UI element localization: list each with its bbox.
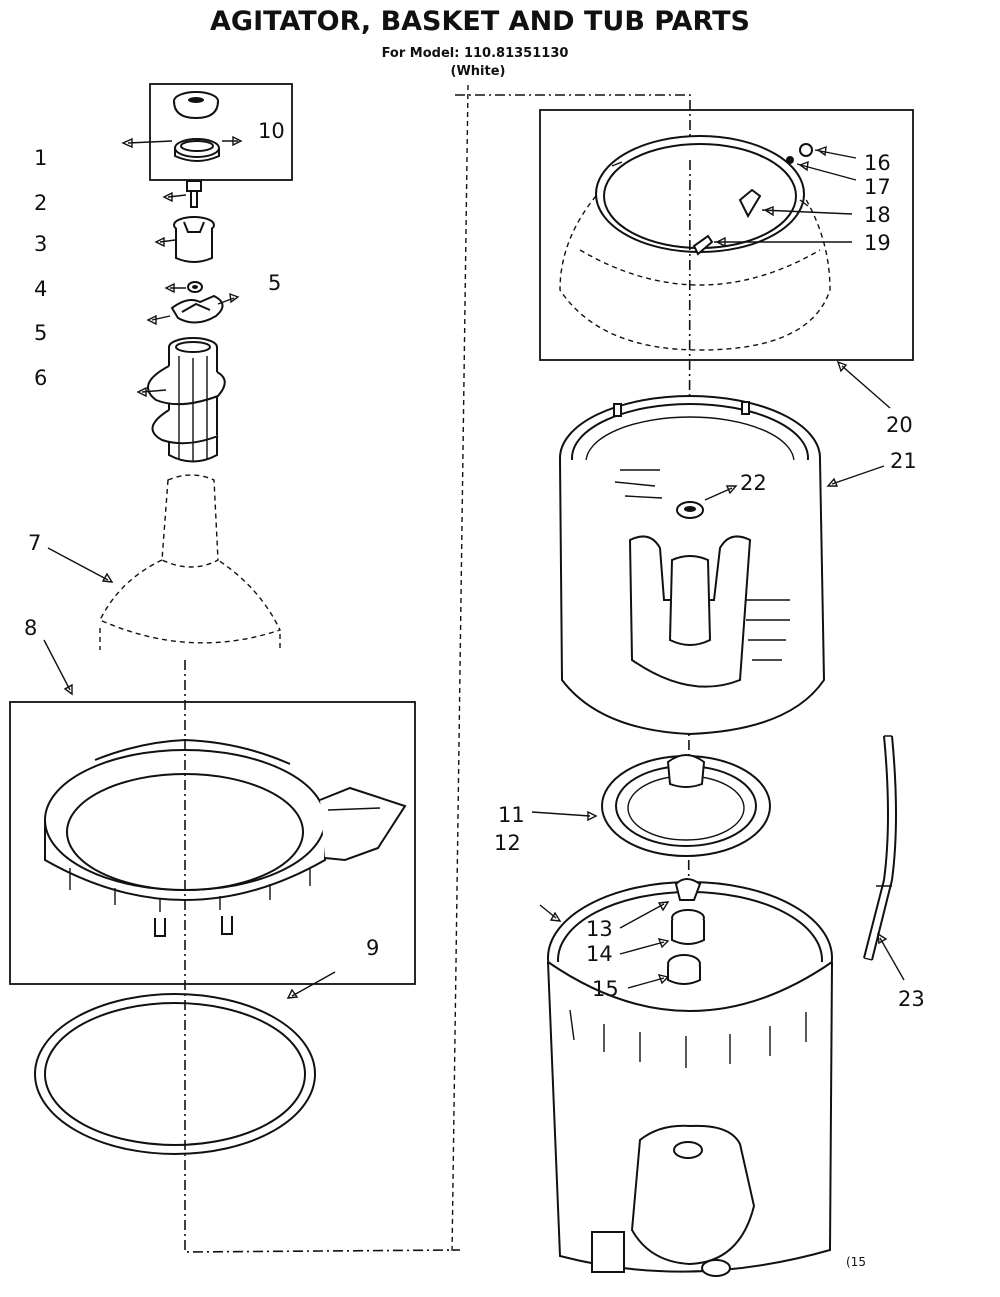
seal-14	[671, 909, 705, 945]
arrow-item-5-right	[217, 292, 240, 305]
agitator-dogs	[170, 294, 224, 324]
outer-tub	[547, 881, 833, 1277]
arrow-item-6	[136, 386, 167, 398]
balance-ring	[559, 135, 831, 351]
callout-20: 20	[886, 413, 913, 437]
callout-9: 9	[366, 936, 379, 960]
drawing-code: (15	[846, 1255, 866, 1269]
item-20-box	[539, 109, 914, 361]
agitator-dogs-cam	[173, 216, 215, 263]
item-10-box	[149, 83, 293, 181]
callout-22: 22	[740, 471, 767, 495]
agitator-auger	[147, 337, 226, 463]
cap-seal-ring	[174, 138, 220, 162]
nut-22	[676, 501, 704, 519]
callout-13: 13	[586, 917, 613, 941]
agitator-base-phantom	[99, 474, 281, 650]
arrow-item-18	[761, 205, 853, 217]
nut-15	[667, 954, 701, 985]
callout-8: 8	[24, 616, 37, 640]
arrow-item-9	[286, 971, 336, 999]
arrow-item-10	[222, 135, 243, 147]
model-line: For Model: 110.81351130	[382, 46, 569, 61]
left-assembly-line	[184, 660, 461, 1253]
nut-16	[799, 143, 813, 157]
callout-23: 23	[898, 987, 925, 1011]
washer-small	[187, 281, 203, 293]
drive-block	[601, 754, 771, 857]
agitator-cap	[173, 91, 219, 120]
arrow-item-17	[796, 160, 857, 181]
tub-gasket	[34, 993, 316, 1155]
arrow-item-7	[47, 547, 114, 583]
page-title: AGITATOR, BASKET AND TUB PARTS	[210, 6, 750, 37]
callout-17: 17	[864, 175, 891, 199]
callout-6: 6	[34, 366, 47, 390]
bolt-18	[738, 188, 762, 219]
arrow-item-4	[164, 282, 186, 294]
bolt-19	[692, 234, 714, 256]
callout-4: 4	[34, 277, 47, 301]
wash-basket	[559, 395, 826, 736]
color-line: (White)	[451, 64, 506, 79]
arrow-item-1	[121, 137, 173, 149]
item-8-box	[9, 701, 416, 985]
callout-14: 14	[586, 942, 613, 966]
callout-5a: 5	[34, 321, 47, 345]
arrow-item-22	[704, 485, 738, 501]
arrow-item-3	[154, 236, 176, 248]
tub-ring	[44, 738, 407, 937]
callout-15: 15	[592, 977, 619, 1001]
arrow-item-8	[43, 639, 73, 696]
callout-1: 1	[34, 146, 47, 170]
drain-hose	[863, 735, 897, 961]
callout-12: 12	[494, 831, 521, 855]
arrow-item-21	[826, 465, 885, 487]
washer-17	[786, 156, 794, 164]
arrow-item-16	[814, 145, 857, 159]
arrow-item-23	[877, 932, 905, 981]
arrow-item-14	[619, 938, 670, 955]
right-assembly-line-top	[455, 94, 691, 160]
clip-13	[674, 878, 702, 901]
agitator-bolt	[186, 180, 202, 208]
arrow-item-11	[531, 810, 598, 822]
arrow-item-13	[619, 901, 670, 929]
center-divider-line	[451, 84, 469, 1256]
callout-5b: 5	[268, 271, 281, 295]
arrow-outer-tub	[539, 904, 562, 922]
arrow-item-5-left	[146, 314, 171, 326]
callout-18: 18	[864, 203, 891, 227]
arrow-item-15	[627, 974, 670, 989]
callout-3: 3	[34, 232, 47, 256]
callout-19: 19	[864, 231, 891, 255]
callout-10: 10	[258, 119, 285, 143]
callout-7: 7	[28, 531, 41, 555]
arrow-item-19	[714, 236, 852, 248]
callout-2: 2	[34, 191, 47, 215]
callout-11: 11	[498, 803, 525, 827]
arrow-item-2	[162, 191, 187, 203]
arrow-item-20	[836, 360, 891, 409]
callout-21: 21	[890, 449, 917, 473]
callout-16: 16	[864, 151, 891, 175]
